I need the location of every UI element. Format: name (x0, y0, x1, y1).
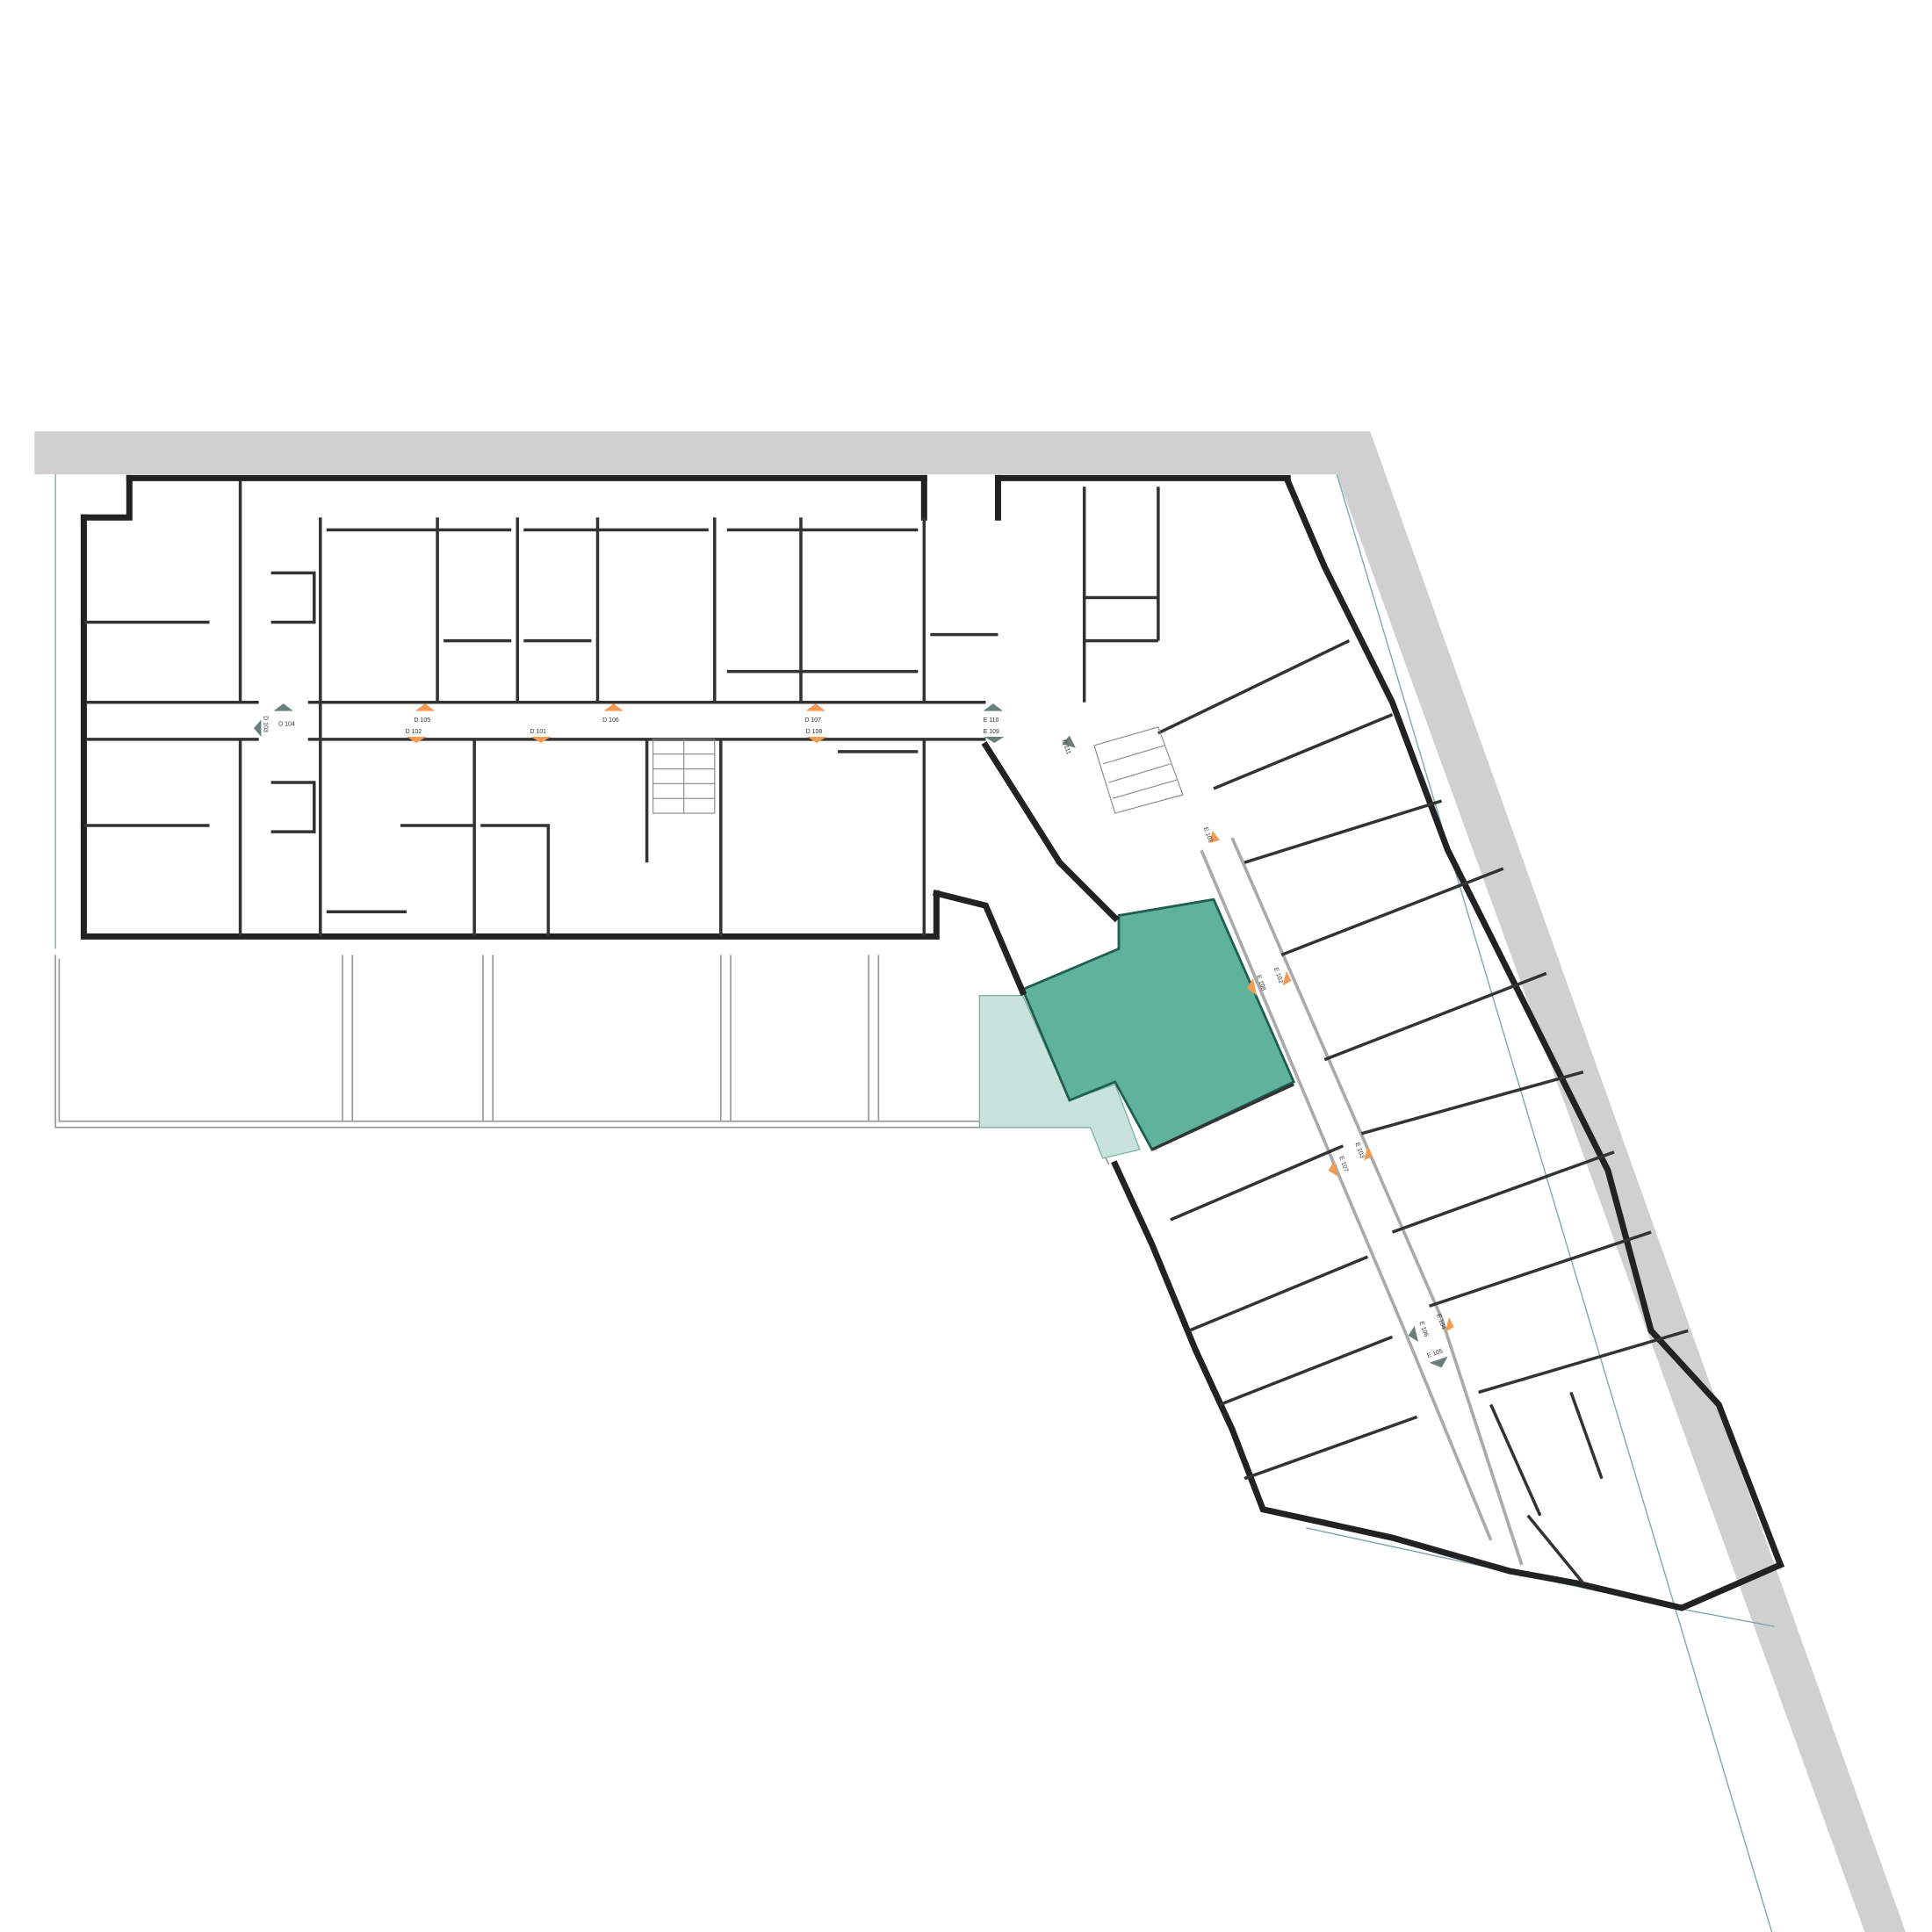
svg-text:E 102: E 102 (1272, 967, 1284, 984)
road (34, 431, 1906, 1932)
svg-text:D 103: D 103 (262, 716, 268, 732)
door-label-d105: D 105 (414, 703, 436, 724)
door-label-d101: D 101 (530, 729, 551, 744)
highlighted-terrace[interactable] (978, 994, 1141, 1159)
svg-text:E 105: E 105 (1426, 1348, 1444, 1359)
door-label-d107: D 107 (804, 703, 826, 724)
svg-text:D 101: D 101 (530, 729, 546, 735)
door-label-e103: E 103 (1353, 1142, 1373, 1161)
svg-text:E 110: E 110 (984, 717, 999, 724)
door-label-d108: D 108 (806, 729, 827, 744)
stairwell-d (652, 739, 716, 814)
door-label-d102: D 102 (406, 729, 427, 744)
door-label-e109: E 109 (984, 729, 1005, 744)
svg-text:E 108: E 108 (1255, 975, 1266, 992)
door-label-e106: E 106 (1408, 1321, 1429, 1342)
highlighted-apartment[interactable] (1020, 898, 1296, 1151)
svg-text:D 108: D 108 (806, 729, 823, 735)
stairwell-e (1093, 726, 1184, 814)
door-label-e110: E 110 (983, 703, 1004, 724)
svg-text:D 104: D 104 (278, 721, 295, 727)
svg-text:D 107: D 107 (804, 717, 821, 724)
door-label-e111: E 111 (1061, 735, 1076, 755)
interior-walls-east (1082, 487, 1689, 1585)
door-label-e101: E 101 (1202, 826, 1221, 844)
svg-text:D 105: D 105 (414, 717, 430, 724)
terrace-outline (54, 955, 1110, 1165)
door-label-d103: D 103 (254, 716, 268, 738)
door-label-e105: E 105 (1426, 1348, 1448, 1368)
exterior-walls (80, 474, 1785, 1611)
svg-text:D 106: D 106 (602, 717, 619, 724)
svg-text:D 102: D 102 (406, 729, 422, 735)
svg-text:E 107: E 107 (1337, 1156, 1349, 1173)
interior-walls (83, 480, 998, 937)
svg-text:E 104: E 104 (1435, 1313, 1446, 1330)
svg-text:E 103: E 103 (1353, 1142, 1365, 1159)
svg-text:E 106: E 106 (1417, 1321, 1429, 1338)
door-label-d106: D 106 (602, 703, 624, 724)
svg-text:E 109: E 109 (984, 729, 999, 735)
door-label-d104: D 104 (273, 703, 295, 727)
